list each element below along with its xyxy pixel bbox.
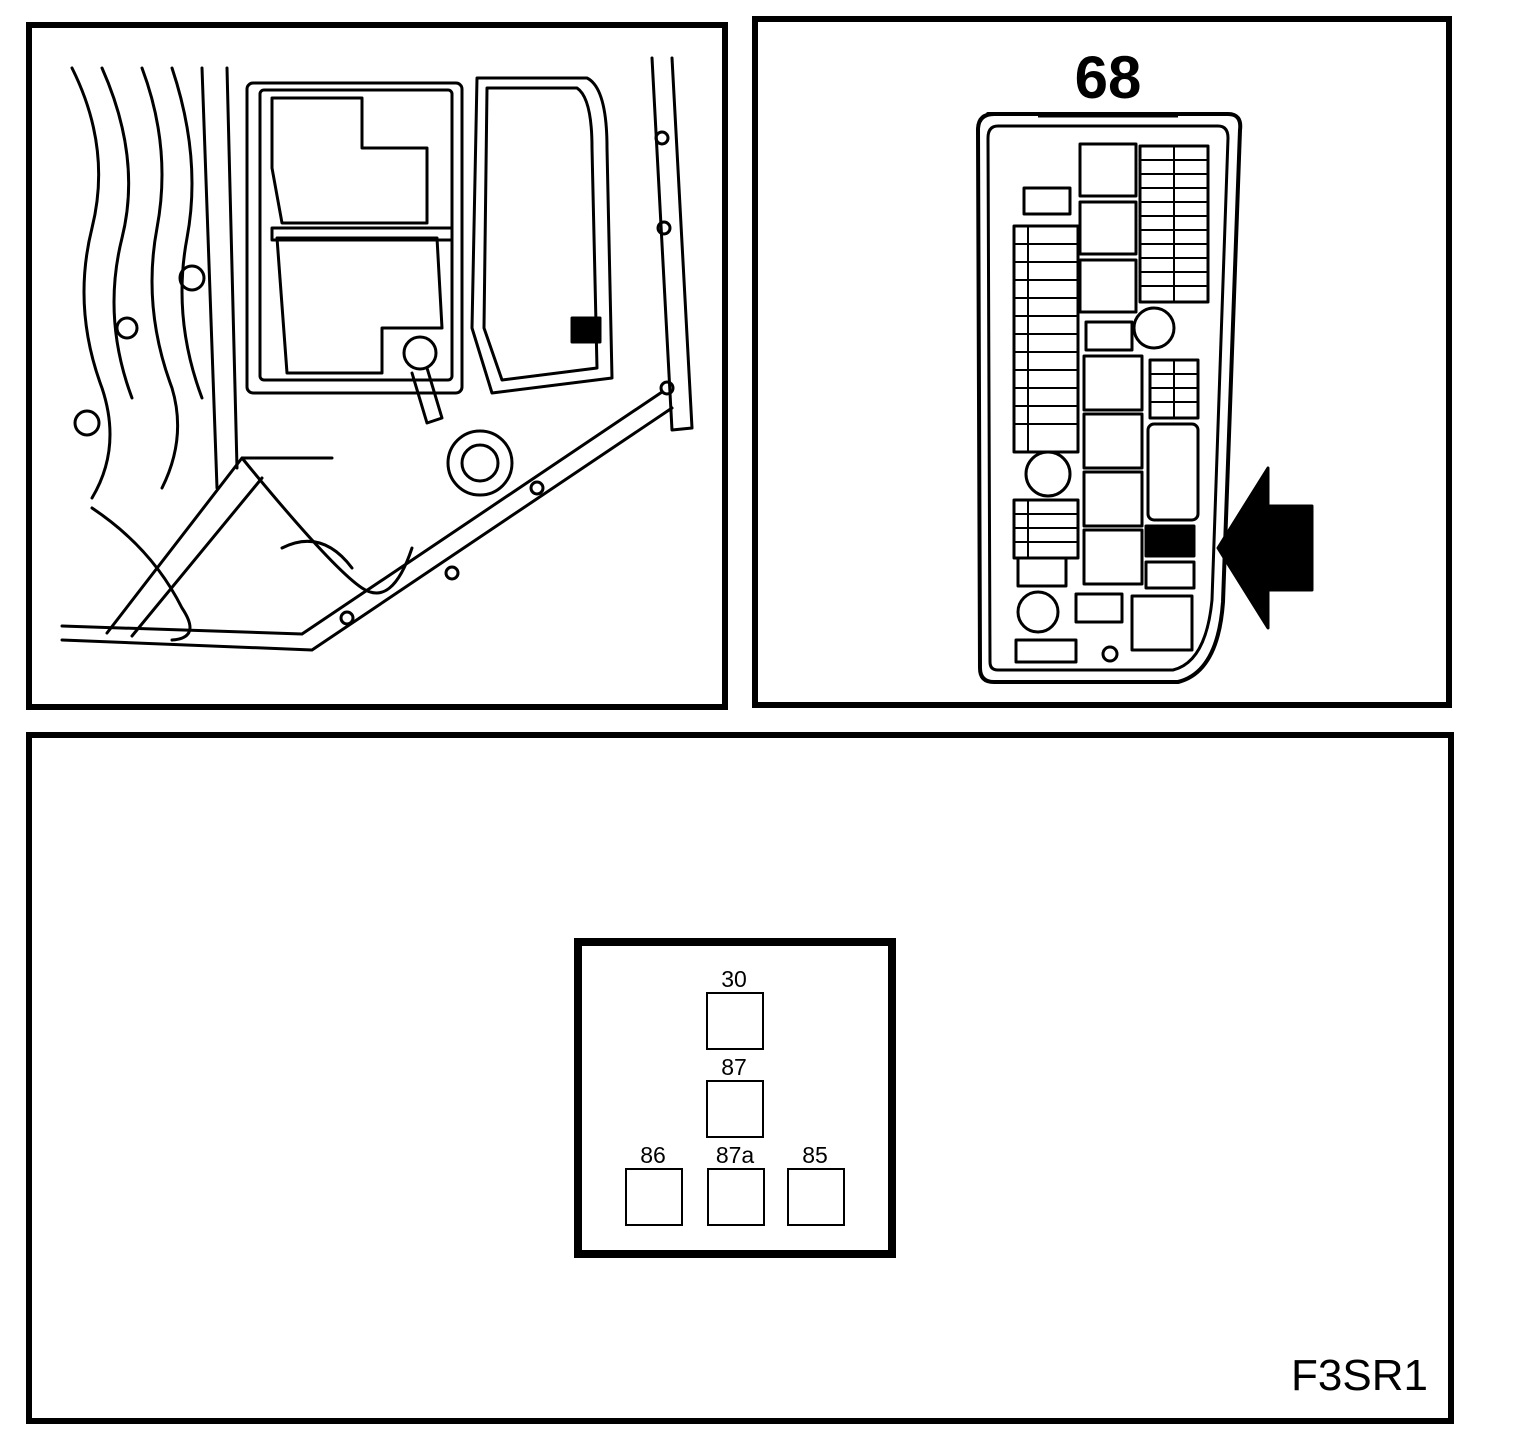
fuse-box-drawing: [976, 112, 1314, 684]
pin-85-terminal: [787, 1168, 845, 1226]
pin-85-label: 85: [802, 1142, 828, 1168]
figure-code: F3SR1: [1291, 1351, 1428, 1400]
fuse-box-layout: 68: [752, 16, 1452, 708]
pin-87-label: 87: [721, 1054, 747, 1080]
relay-pinout-panel: 30 87 86 87a 85 F3SR1: [26, 732, 1454, 1424]
pin-30-label: 30: [721, 966, 747, 992]
engine-bay-drawing: [60, 56, 694, 652]
pin-87a-label: 87a: [715, 1142, 755, 1168]
pin-86-label: 86: [640, 1142, 666, 1168]
pin-87a-terminal: [707, 1168, 765, 1226]
relay-socket: 30 87 86 87a 85: [574, 938, 896, 1258]
pin-86-terminal: [625, 1168, 683, 1226]
fuse-box-number: 68: [1074, 44, 1142, 111]
engine-bay-illustration: [26, 22, 728, 710]
pin-30-terminal: [706, 992, 764, 1050]
pin-87-terminal: [706, 1080, 764, 1138]
